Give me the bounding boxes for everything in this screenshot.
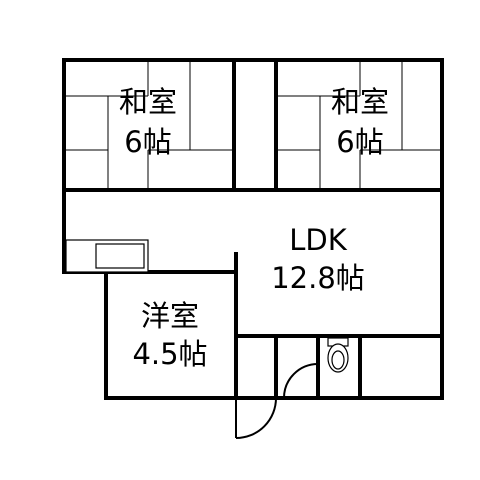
washitsu-right-size: 6帖 xyxy=(336,125,383,159)
tatami-right xyxy=(278,62,440,188)
door-swings xyxy=(235,363,319,439)
youshitsu-name: 洋室 xyxy=(141,299,199,333)
tatami-left xyxy=(66,62,232,188)
ldk-size: 12.8帖 xyxy=(271,261,365,295)
interior-walls xyxy=(62,58,444,400)
toilet-icon xyxy=(327,337,349,373)
washitsu-right-name: 和室 xyxy=(331,85,389,119)
youshitsu-size: 4.5帖 xyxy=(132,337,207,371)
washitsu-left-size: 6帖 xyxy=(124,125,171,159)
kitchen-counter xyxy=(65,239,149,273)
ldk-name: LDK xyxy=(289,223,347,257)
washitsu-left-name: 和室 xyxy=(119,85,177,119)
